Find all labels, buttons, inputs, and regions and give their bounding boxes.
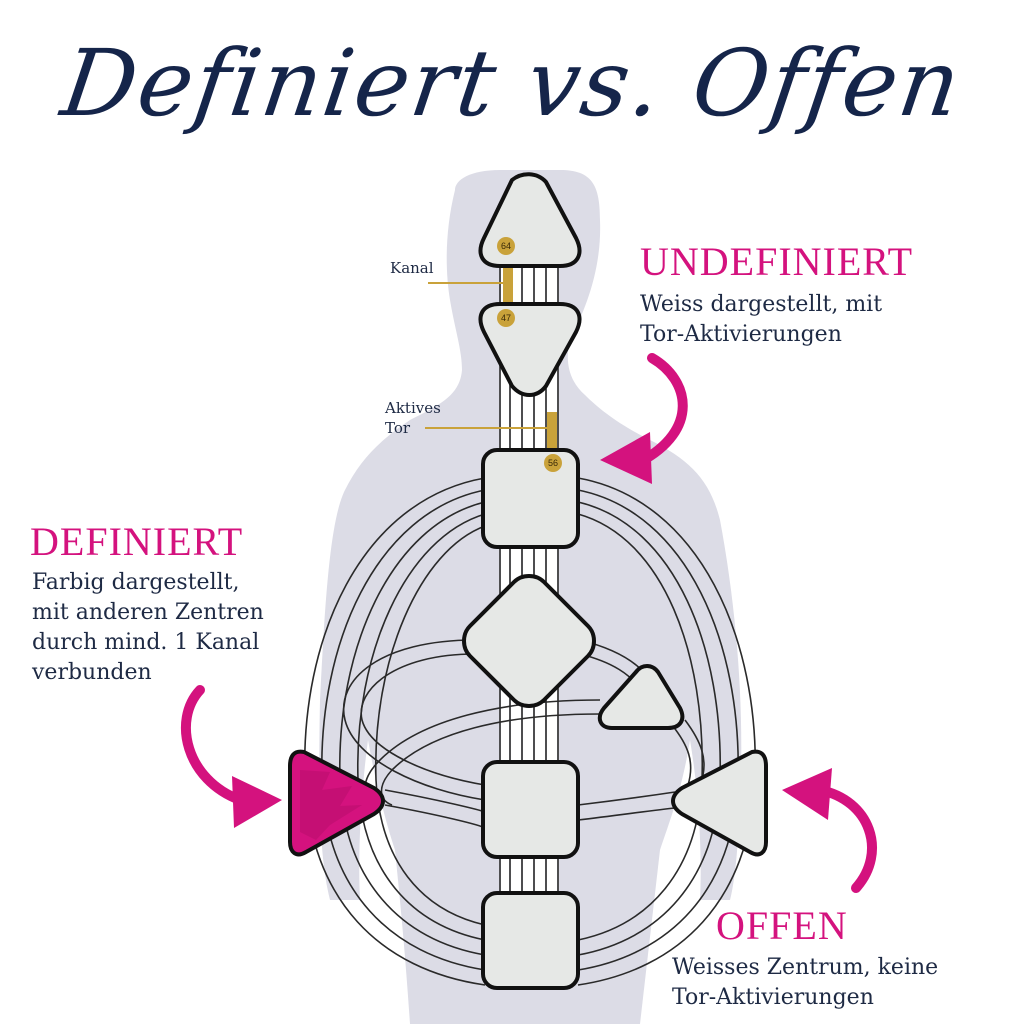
gate-47-circle — [497, 309, 515, 327]
offen-desc-line1: Weisses Zentrum, keine — [672, 955, 939, 980]
g-center — [462, 574, 596, 708]
root-center — [481, 891, 580, 990]
arrow-undefiniert — [600, 353, 688, 484]
aktives-tor-label-line1: Aktives — [385, 399, 441, 417]
arrow-definiert — [181, 685, 282, 828]
kanal-label: Kanal — [390, 259, 434, 277]
gate-47-label: 47 — [501, 313, 511, 323]
gate-56-label: 56 — [548, 458, 558, 468]
solar-plexus-center — [671, 749, 768, 857]
offen-heading: OFFEN — [716, 903, 848, 948]
heart-center — [597, 664, 685, 730]
definiert-desc-line4: verbunden — [32, 660, 152, 685]
gate-64-label: 64 — [501, 241, 511, 251]
aktives-tor-label-line2: Tor — [385, 419, 411, 437]
definiert-heading: DEFINIERT — [30, 519, 244, 564]
definiert-desc-line3: durch mind. 1 Kanal — [32, 630, 260, 655]
undefiniert-desc-line1: Weiss dargestellt, mit — [640, 292, 883, 317]
arrow-offen — [782, 768, 877, 893]
undefiniert-desc-line2: Tor-Aktivierungen — [640, 322, 842, 347]
sacral-center — [481, 760, 580, 859]
kanal-channel — [503, 262, 513, 302]
throat-center — [481, 448, 580, 549]
spleen-texture — [300, 770, 362, 840]
offen-desc-line2: Tor-Aktivierungen — [672, 985, 874, 1010]
undefiniert-heading: UNDEFINIERT — [640, 239, 914, 284]
gate-64-circle — [497, 237, 515, 255]
page-title: Definiert vs. Offen — [55, 30, 969, 137]
definiert-desc-line1: Farbig dargestellt, — [32, 570, 240, 595]
aktives-tor-bar — [547, 412, 557, 454]
definiert-desc-line2: mit anderen Zentren — [32, 600, 264, 625]
gate-56-circle — [544, 454, 562, 472]
